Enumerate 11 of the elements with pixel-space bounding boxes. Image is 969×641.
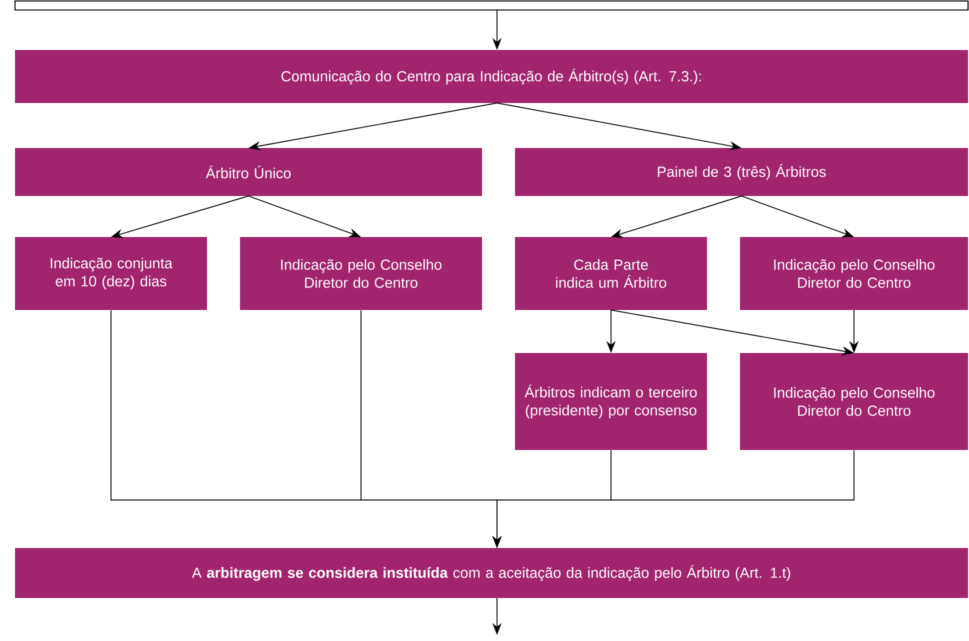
process-box: Indicação pelo Conselho Diretor do Centro — [740, 236, 968, 310]
process-box: Indicação conjunta em 10 (dez) dias — [15, 236, 207, 310]
process-box: Painel de 3 (três) Árbitros — [515, 148, 968, 196]
process-box: Indicação pelo Conselho Diretor do Centro — [240, 236, 482, 310]
frame-box — [14, 0, 969, 11]
process-box: Cada Parte indica um Árbitro — [515, 236, 707, 310]
process-box: Árbitro Único — [15, 148, 482, 196]
process-box: A arbitragem se considera instituída com a aceitação da indicação pelo Árbitro (Art. 1.t) — [15, 548, 968, 598]
process-box: Indicação pelo Conselho Diretor do Centro — [740, 352, 968, 450]
process-box: Árbitros indicam o terceiro (presidente) por consenso — [515, 352, 707, 450]
process-box: Comunicação do Centro para Indicação de Árbitro(s) (Art. 7.3.): — [15, 50, 968, 103]
